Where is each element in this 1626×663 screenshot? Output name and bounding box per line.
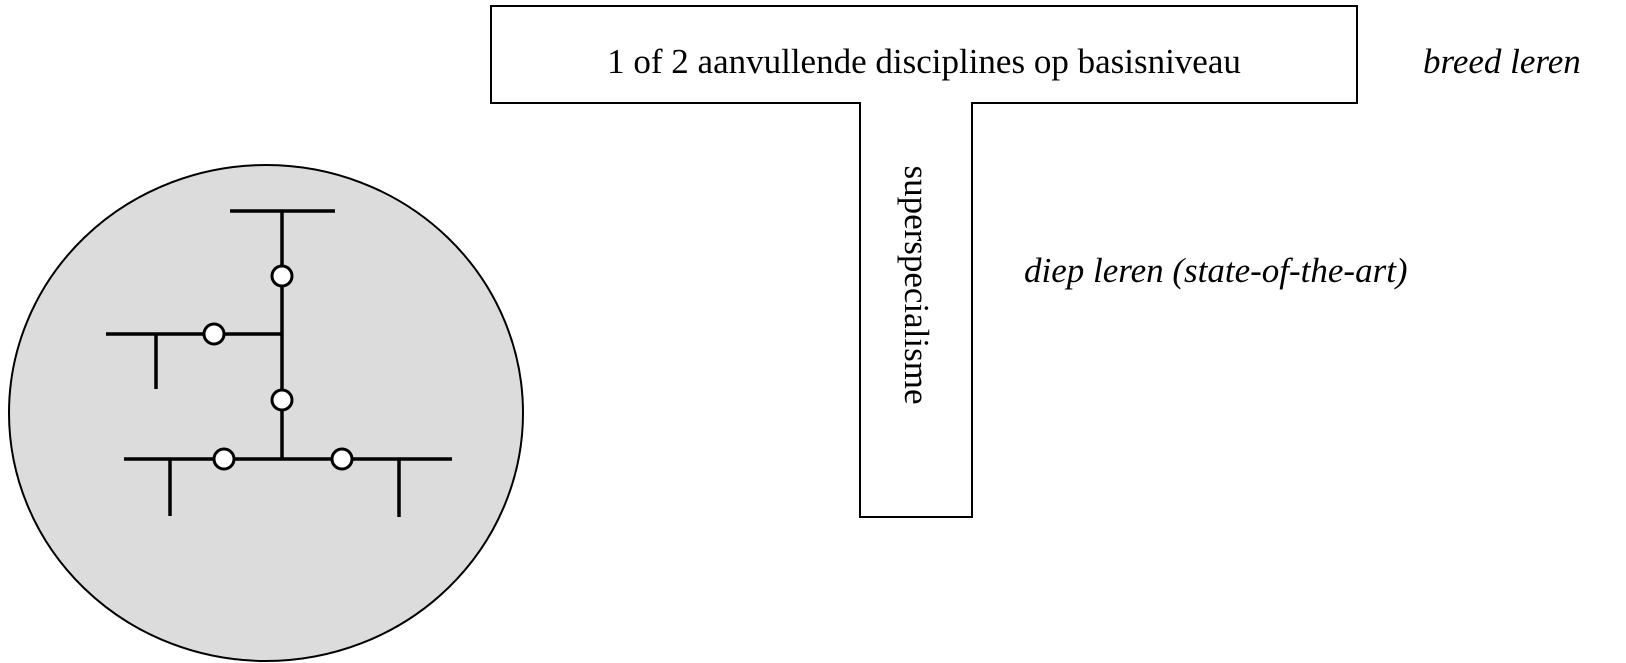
network-circle bbox=[8, 164, 524, 662]
network-circle-group bbox=[8, 164, 524, 662]
depth-annotation: diep leren (state-of-the-art) bbox=[1024, 251, 1408, 290]
tree-node bbox=[330, 447, 354, 471]
tree-node bbox=[270, 264, 294, 288]
tree-node bbox=[270, 388, 294, 412]
tree-network-icon bbox=[106, 209, 452, 517]
t-shape-outline bbox=[490, 5, 1358, 518]
t-horizontal-label: 1 of 2 aanvullende disciplines op basisn… bbox=[607, 42, 1241, 81]
breadth-annotation: breed leren bbox=[1423, 42, 1581, 81]
tree-node bbox=[202, 322, 226, 346]
tree-node bbox=[212, 447, 236, 471]
t-vertical-label: superspecialisme bbox=[897, 165, 936, 404]
